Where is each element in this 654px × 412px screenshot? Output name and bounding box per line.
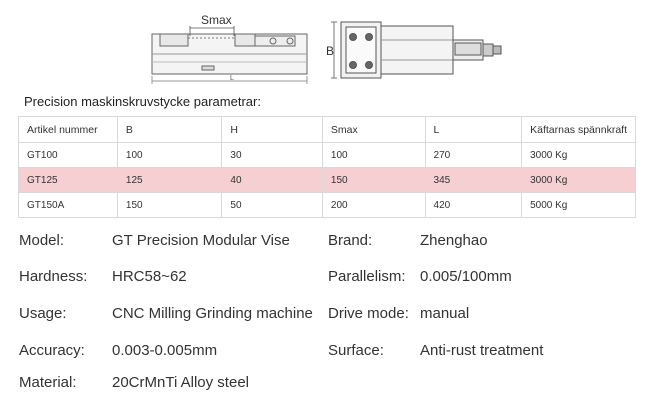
- cell-smax: 150: [321, 167, 426, 193]
- col-header-article: Artikel nummer: [18, 116, 118, 143]
- spec-label-drive-mode: Drive mode:: [328, 305, 409, 322]
- cell-h: 40: [221, 167, 323, 193]
- spec-value-brand: Zhenghao: [420, 232, 488, 249]
- vise-top-view: [331, 21, 502, 79]
- table-row: GT150A 150 50 200 420 5000 Kg: [18, 192, 636, 218]
- cell-b: 100: [116, 142, 223, 168]
- spec-value-model: GT Precision Modular Vise: [112, 232, 290, 249]
- spec-value-drive-mode: manual: [420, 305, 470, 322]
- cell-l: 270: [424, 142, 523, 168]
- spec-label-surface: Surface:: [328, 342, 384, 359]
- spec-value-usage: CNC Milling Grinding machine: [112, 305, 313, 322]
- spec-label-model: Model:: [19, 232, 65, 249]
- spec-label-brand: Brand:: [328, 232, 373, 249]
- table-row: GT100 100 30 100 270 3000 Kg: [18, 142, 636, 168]
- col-header-l: L: [424, 116, 523, 143]
- cell-clamping-force: 5000 Kg: [521, 192, 636, 218]
- cell-h: 30: [221, 142, 323, 168]
- vise-side-view: [151, 33, 308, 84]
- cell-smax: 200: [321, 192, 426, 218]
- cell-b: 150: [116, 192, 223, 218]
- cell-article: GT100: [18, 142, 118, 168]
- cell-clamping-force: 3000 Kg: [521, 142, 636, 168]
- spec-value-accuracy: 0.003-0.005mm: [112, 342, 218, 359]
- spec-value-surface: Anti-rust treatment: [420, 342, 544, 359]
- cell-clamping-force: 3000 Kg: [521, 167, 636, 193]
- spec-value-hardness: HRC58~62: [112, 268, 187, 285]
- spec-label-material: Material:: [19, 374, 77, 391]
- smax-label: Smax: [201, 13, 232, 27]
- l-label: L: [230, 75, 234, 82]
- col-header-b: B: [116, 116, 223, 143]
- parameters-table: Artikel nummer B H Smax L Käftarnas spän…: [18, 116, 636, 218]
- cell-article: GT150A: [18, 192, 118, 218]
- col-header-smax: Smax: [321, 116, 426, 143]
- spec-label-usage: Usage:: [19, 305, 67, 322]
- cell-l: 345: [424, 167, 523, 193]
- b-label: B: [326, 44, 334, 58]
- col-header-h: H: [221, 116, 323, 143]
- col-header-clamping-force: Käftarnas spännkraft: [521, 116, 636, 143]
- vise-technical-drawing: Smax L B: [151, 13, 502, 84]
- cell-h: 50: [221, 192, 323, 218]
- cell-smax: 100: [321, 142, 426, 168]
- cell-l: 420: [424, 192, 523, 218]
- cell-article: GT125: [18, 167, 118, 193]
- cell-b: 125: [116, 167, 223, 193]
- spec-label-accuracy: Accuracy:: [19, 342, 85, 359]
- table-row-highlighted: GT125 125 40 150 345 3000 Kg: [18, 167, 636, 193]
- parameters-heading: Precision maskinskruvstycke parametrar:: [24, 94, 261, 109]
- spec-value-material: 20CrMnTi Alloy steel: [112, 374, 249, 391]
- table-header-row: Artikel nummer B H Smax L Käftarnas spän…: [18, 116, 636, 143]
- spec-value-parallelism: 0.005/100mm: [420, 268, 512, 285]
- spec-label-hardness: Hardness:: [19, 268, 88, 285]
- spec-label-parallelism: Parallelism:: [328, 268, 406, 285]
